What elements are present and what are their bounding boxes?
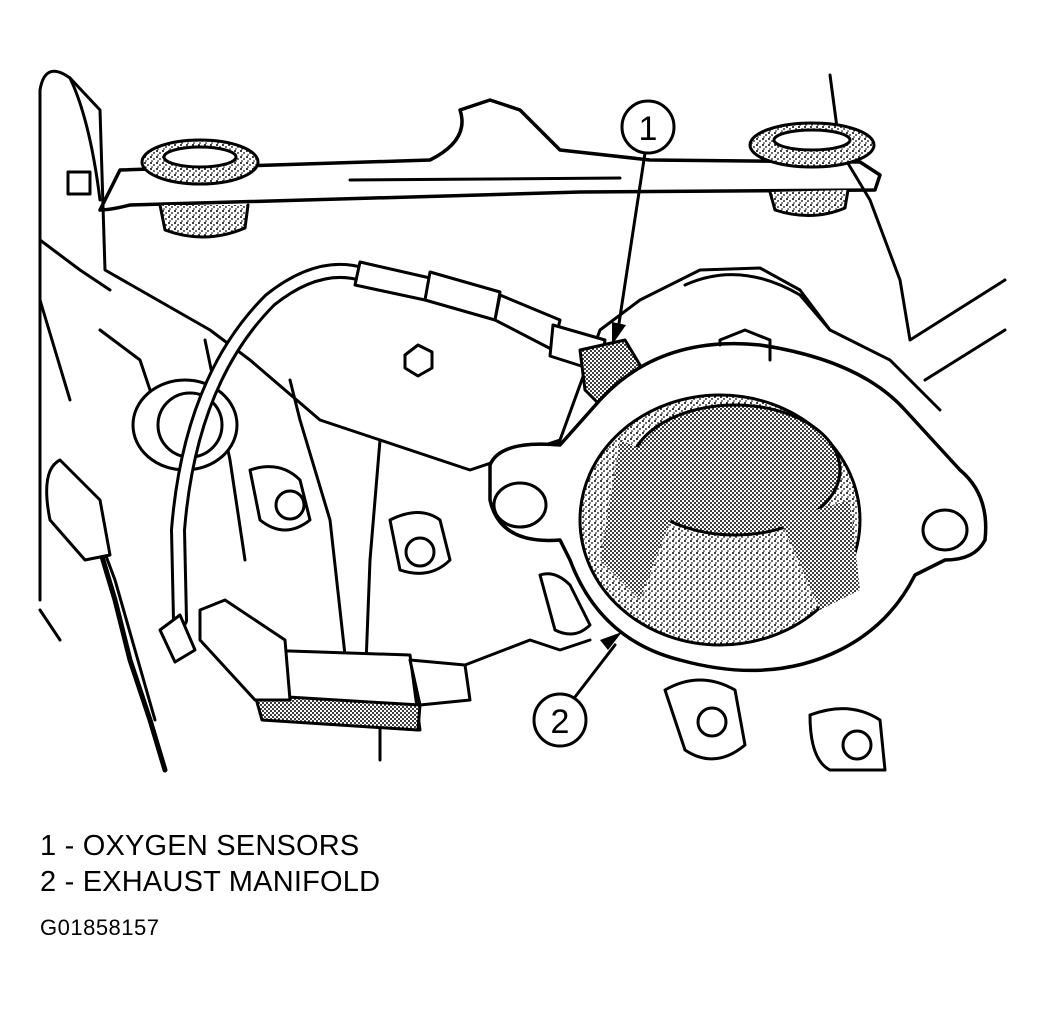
callout-1-number: 1 [639,110,658,148]
wiring-harness [97,547,168,773]
grommet-right [748,121,876,218]
callout-2 [532,632,622,748]
legend: 1 - OXYGEN SENSORS 2 - EXHAUST MANIFOLD [40,828,380,900]
callout-2-number: 2 [551,703,570,741]
figure-id: G01858157 [40,915,160,940]
engine-block-outline [38,69,942,602]
hex-nut [403,343,434,378]
legend-item-exhaust-manifold: 2 - EXHAUST MANIFOLD [40,866,381,898]
legend-item-oxygen-sensors: 1 - OXYGEN SENSORS [40,830,360,862]
sensor-connector [158,598,592,732]
heat-shield-bracket [98,98,882,212]
exhaust-manifold-oxygen-sensor-illustration: 1 2 [38,69,1007,773]
exhaust-manifold-flange [488,273,988,673]
callout-1 [612,99,676,345]
grommet-left [140,138,260,239]
